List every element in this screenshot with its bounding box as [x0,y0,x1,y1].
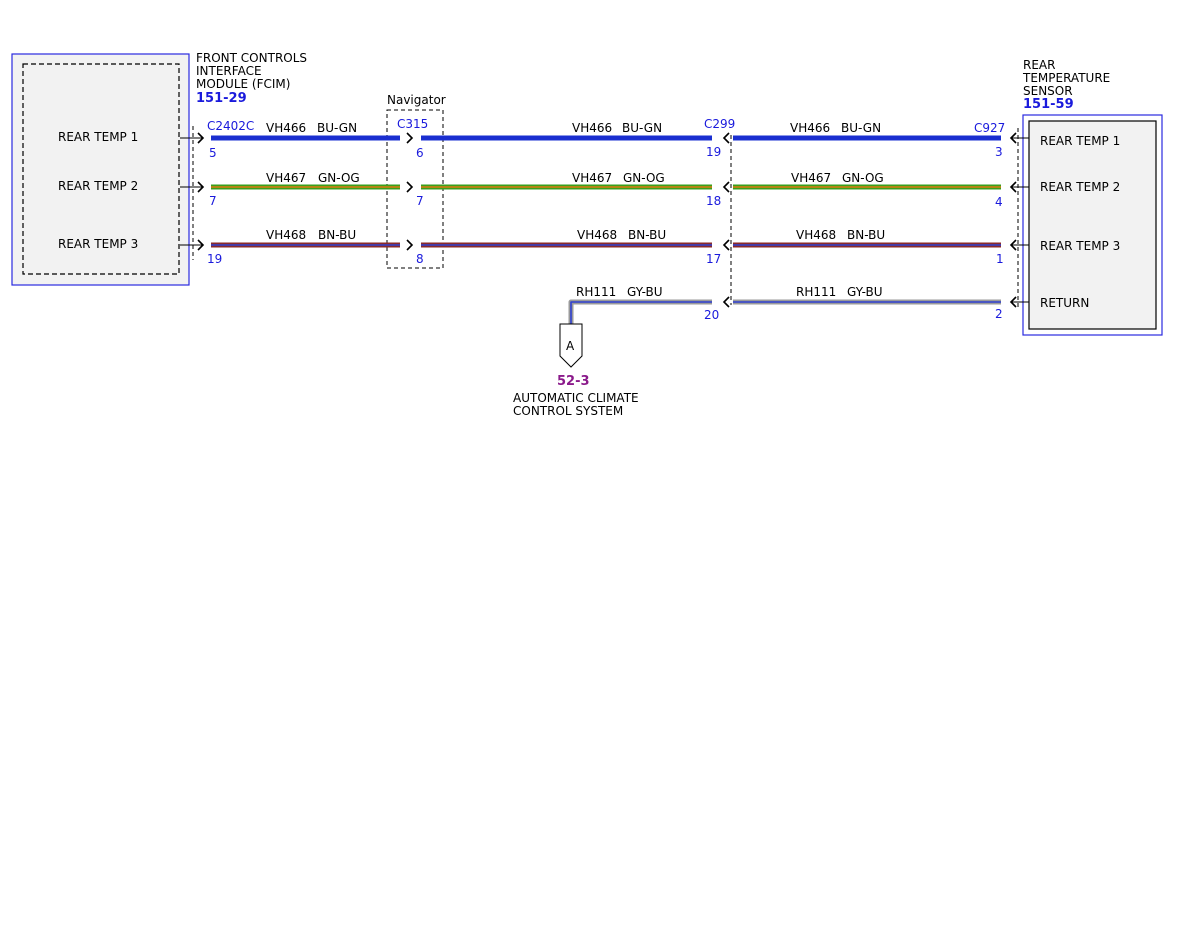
sensor-ref: 151-59 [1023,97,1074,112]
wire-label-vh468-seg3-color: BN-BU [847,228,885,242]
fcim-ref: 151-29 [196,91,247,106]
c927-arrow-vh467 [1009,181,1017,193]
wire-label-vh466-seg3-circuit: VH466 [790,121,830,135]
wire-layer [180,135,1029,324]
c2402c-pin-7: 7 [209,194,217,208]
wire-label-vh466-seg1-circuit: VH466 [266,121,306,135]
arrow-layer [197,132,1017,308]
sensor-pin-label-return: RETURN [1040,296,1089,310]
wire-label-vh466-seg2-color: BU-GN [622,121,662,135]
fcim-pin-label-2: REAR TEMP 2 [58,179,138,193]
c2402c-pin-5: 5 [209,146,217,160]
wire-label-vh468-seg3-circuit: VH468 [796,228,836,242]
sensor-pin-label-3: REAR TEMP 3 [1040,239,1120,253]
c2402c-arrow-vh468 [197,239,205,251]
c299-arrow-rh111 [722,296,730,308]
c315-connector-label: C315 [397,117,428,131]
sensor-pin-label-2: REAR TEMP 2 [1040,180,1120,194]
navigator-label: Navigator [387,93,446,107]
c299-connector-label: C299 [704,117,735,131]
c927-arrow-vh468 [1009,239,1017,251]
c927-pin-3: 3 [995,145,1003,159]
sensor-pin-label-1: REAR TEMP 1 [1040,134,1120,148]
wire-label-rh111-seg2-circuit: RH111 [796,285,836,299]
fcim-title-line-2: INTERFACE [196,64,262,78]
wire-label-vh466-seg3-color: BU-GN [841,121,881,135]
c315-arrow-vh467 [406,181,414,193]
wire-label-vh467-seg2-color: GN-OG [623,171,665,185]
fcim-title-line-1: FRONT CONTROLS [196,51,307,65]
sensor-title-line-3: SENSOR [1023,84,1073,98]
wire-label-vh468-seg2-color: BN-BU [628,228,666,242]
wire-rh111-seg1-main [568,299,712,324]
c315-pin-6: 6 [416,146,424,160]
offpage-connector-a: A 52-3 AUTOMATIC CLIMATE CONTROL SYSTEM [513,323,639,418]
wire-label-vh467-seg1-circuit: VH467 [266,171,306,185]
c299-arrow-vh468 [722,239,730,251]
wire-label-vh467-seg3-color: GN-OG [842,171,884,185]
sensor-inner-box [1028,120,1157,330]
c299-pin-20: 20 [704,308,719,322]
c927-pin-1: 1 [996,252,1004,266]
c927-arrow-rh111 [1009,296,1017,308]
c927-pin-2: 2 [995,307,1003,321]
wire-label-rh111-seg2-color: GY-BU [847,285,883,299]
c315-pin-8: 8 [416,252,424,266]
c299-pin-18: 18 [706,194,721,208]
offpage-letter: A [566,339,575,353]
wire-label-vh467-seg1-color: GN-OG [318,171,360,185]
wire-label-vh466-seg1-color: BU-GN [317,121,357,135]
c315-arrow-vh468 [406,239,414,251]
offpage-ref: 52-3 [557,374,590,389]
fcim-pin-label-1: REAR TEMP 1 [58,130,138,144]
fcim-outer-box [11,53,190,286]
fcim-title-line-3: MODULE (FCIM) [196,77,290,91]
c927-arrow-vh466 [1009,132,1017,144]
c299-arrow-vh467 [722,181,730,193]
fcim-pin-label-3: REAR TEMP 3 [58,237,138,251]
wire-label-rh111-seg1-circuit: RH111 [576,285,616,299]
offpage-title-line-1: AUTOMATIC CLIMATE [513,391,639,405]
rear-temperature-sensor: REAR TEMP 1 REAR TEMP 2 REAR TEMP 3 RETU… [1022,58,1163,336]
c927-pin-4: 4 [995,195,1003,209]
c299-pin-17: 17 [706,252,721,266]
wire-label-vh468-seg2-circuit: VH468 [577,228,617,242]
wire-rh111-seg1-stripe [570,301,712,324]
wire-label-vh466-seg2-circuit: VH466 [572,121,612,135]
c2402c-arrow-vh466 [197,132,205,144]
c315-arrow-vh466 [406,132,414,144]
c299-pin-19: 19 [706,145,721,159]
wire-label-vh468-seg1-color: BN-BU [318,228,356,242]
wire-label-vh467-seg2-circuit: VH467 [572,171,612,185]
sensor-title-line-1: REAR [1023,58,1055,72]
c315-pin-7: 7 [416,194,424,208]
wire-label-vh468-seg1-circuit: VH468 [266,228,306,242]
sensor-title-line-2: TEMPERATURE [1022,71,1110,85]
c2402c-pin-19: 19 [207,252,222,266]
wire-label-rh111-seg1-color: GY-BU [627,285,663,299]
c2402c-connector-label: C2402C [207,119,254,133]
c2402c-arrow-vh467 [197,181,205,193]
offpage-title-line-2: CONTROL SYSTEM [513,404,623,418]
fcim-module: REAR TEMP 1 REAR TEMP 2 REAR TEMP 3 FRON… [11,51,307,286]
c299-arrow-vh466 [722,132,730,144]
wire-labels: VH466 BU-GN VH466 BU-GN VH466 BU-GN VH46… [266,121,885,299]
offpage-arrow-shape [559,323,583,368]
c927-connector-label: C927 [974,121,1005,135]
fcim-inner-box [22,63,180,275]
wire-label-vh467-seg3-circuit: VH467 [791,171,831,185]
